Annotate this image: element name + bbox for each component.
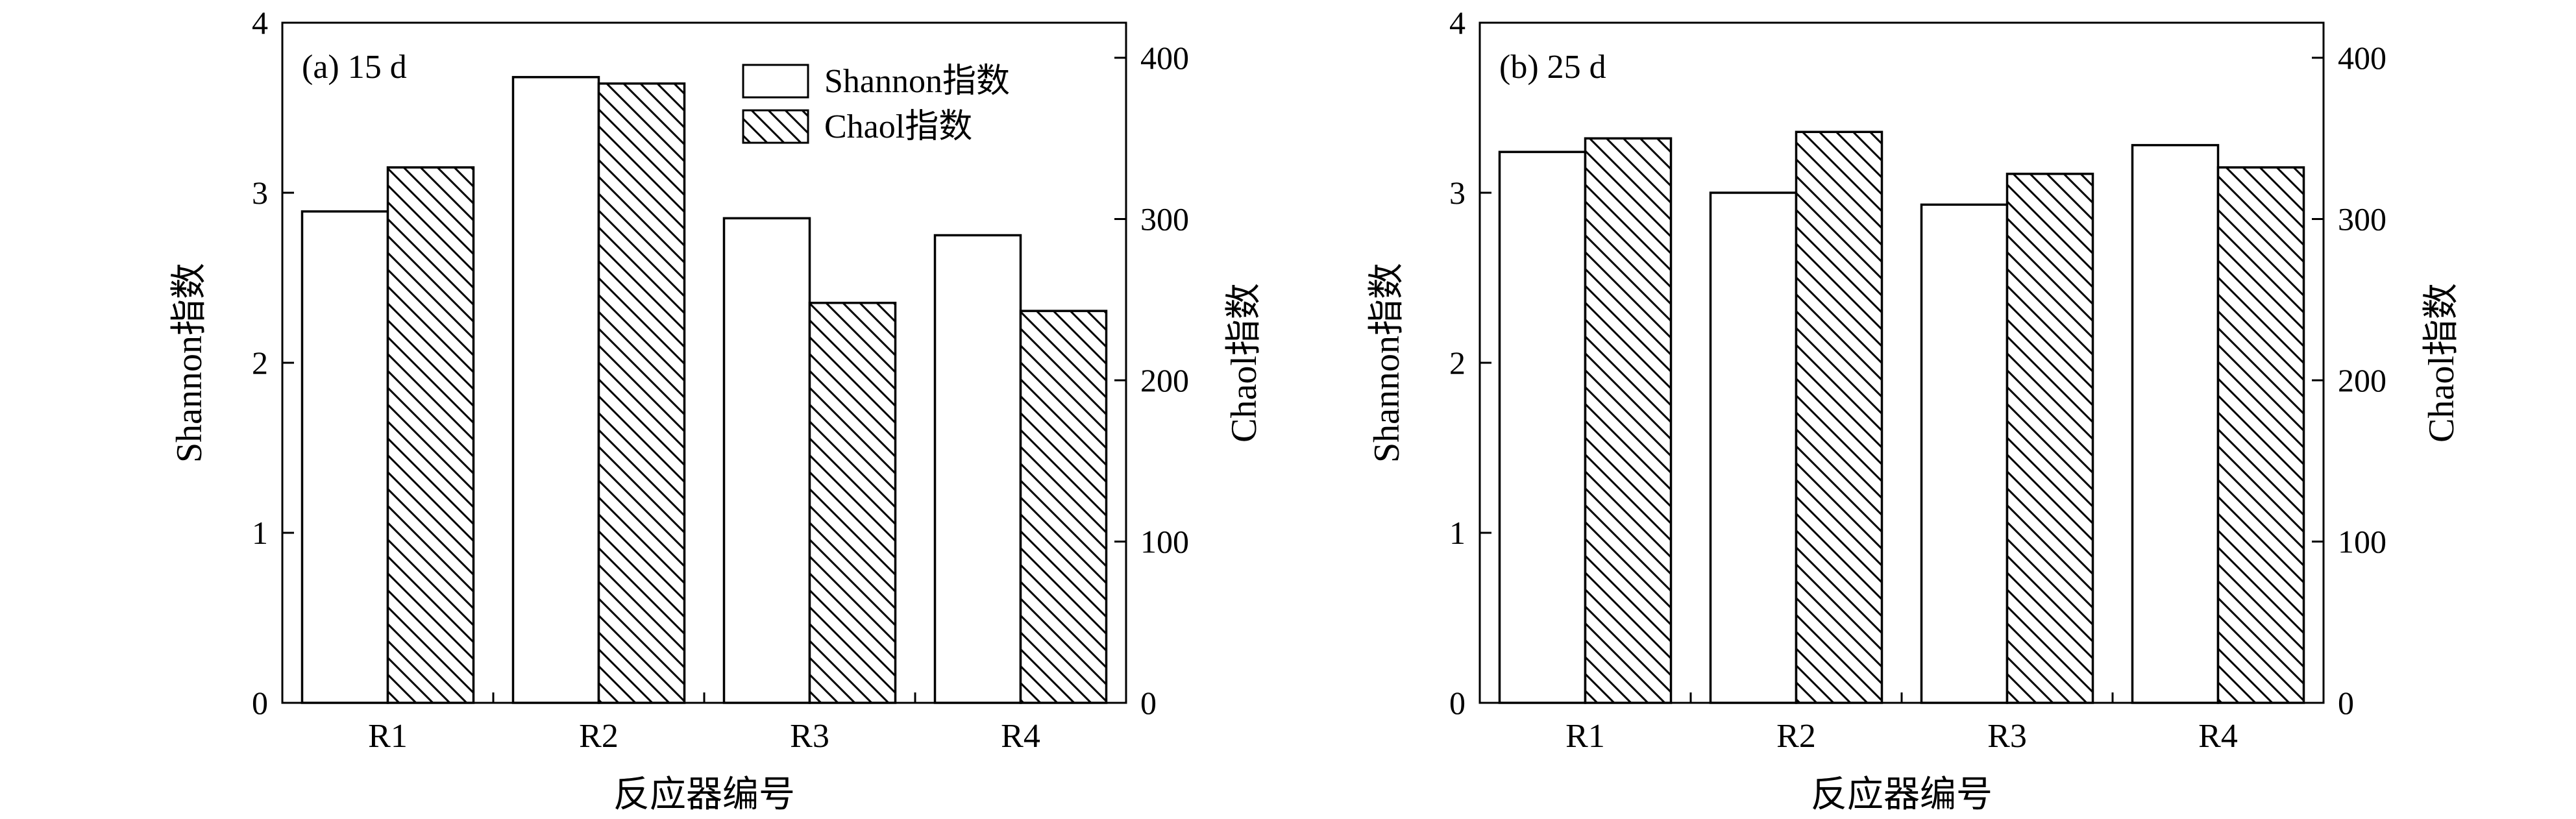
left-tick-label: 1 bbox=[1449, 515, 1466, 551]
right-tick-label: 100 bbox=[2338, 523, 2386, 559]
left-tick-label: 2 bbox=[1449, 345, 1466, 381]
bar-chao-R1 bbox=[386, 166, 475, 704]
category-label: R1 bbox=[368, 718, 408, 755]
legend-label-shannon: Shannon指数 bbox=[824, 63, 1010, 100]
bar-chao-R1 bbox=[1584, 137, 1673, 704]
legend-label-chao: Chaol指数 bbox=[824, 108, 972, 145]
bar-chao-R3 bbox=[808, 301, 897, 704]
bar-shannon-R1 bbox=[1498, 151, 1587, 704]
bar-shannon-R3 bbox=[722, 217, 811, 704]
x-axis-title: 反应器编号 bbox=[1811, 775, 1993, 815]
category-label: R4 bbox=[1001, 718, 1040, 755]
bar-shannon-R1 bbox=[301, 210, 389, 704]
y-axis-title-right: Chaol指数 bbox=[2422, 283, 2462, 443]
category-label: R3 bbox=[1987, 718, 2027, 755]
right-tick-label: 300 bbox=[1140, 201, 1189, 237]
left-tick-label: 3 bbox=[1449, 175, 1466, 211]
category-label: R1 bbox=[1565, 718, 1605, 755]
legend-swatch-shannon bbox=[742, 64, 809, 99]
bar-chao-R4 bbox=[1019, 310, 1108, 704]
bar-chao-R4 bbox=[2216, 166, 2305, 704]
category-label: R2 bbox=[1776, 718, 1816, 755]
right-tick-label: 300 bbox=[2338, 201, 2386, 237]
right-tick-label: 200 bbox=[2338, 362, 2386, 398]
right-tick-label: 400 bbox=[1140, 40, 1189, 76]
category-label: R3 bbox=[790, 718, 829, 755]
category-label: R2 bbox=[579, 718, 619, 755]
left-tick-label: 4 bbox=[1449, 5, 1466, 41]
right-tick-label: 400 bbox=[2338, 40, 2386, 76]
bar-shannon-R2 bbox=[1709, 191, 1798, 704]
right-tick-label: 100 bbox=[1140, 523, 1189, 559]
bar-chao-R3 bbox=[2006, 173, 2094, 704]
bar-shannon-R4 bbox=[2131, 143, 2220, 704]
y-axis-title-left: Shannon指数 bbox=[169, 263, 210, 463]
left-tick-label: 0 bbox=[252, 685, 268, 721]
category-label: R4 bbox=[2198, 718, 2238, 755]
y-axis-title-right: Chaol指数 bbox=[1224, 283, 1264, 443]
left-tick-label: 0 bbox=[1449, 685, 1466, 721]
left-tick-label: 3 bbox=[252, 175, 268, 211]
x-axis-title: 反应器编号 bbox=[613, 775, 795, 815]
left-tick-label: 4 bbox=[252, 5, 268, 41]
panel-label: (a) 15 d bbox=[302, 49, 407, 86]
panel-label: (b) 25 d bbox=[1499, 49, 1606, 86]
bar-chao-R2 bbox=[1795, 130, 1883, 704]
left-tick-label: 1 bbox=[252, 515, 268, 551]
bar-shannon-R4 bbox=[933, 234, 1022, 704]
right-tick-label: 0 bbox=[1140, 685, 1157, 721]
legend-swatch-chao bbox=[742, 109, 809, 144]
bar-chao-R2 bbox=[597, 82, 686, 704]
left-tick-label: 2 bbox=[252, 345, 268, 381]
bar-shannon-R2 bbox=[511, 76, 600, 704]
right-tick-label: 200 bbox=[1140, 362, 1189, 398]
bar-shannon-R3 bbox=[1920, 203, 2009, 704]
y-axis-title-left: Shannon指数 bbox=[1367, 263, 1407, 463]
right-tick-label: 0 bbox=[2338, 685, 2354, 721]
